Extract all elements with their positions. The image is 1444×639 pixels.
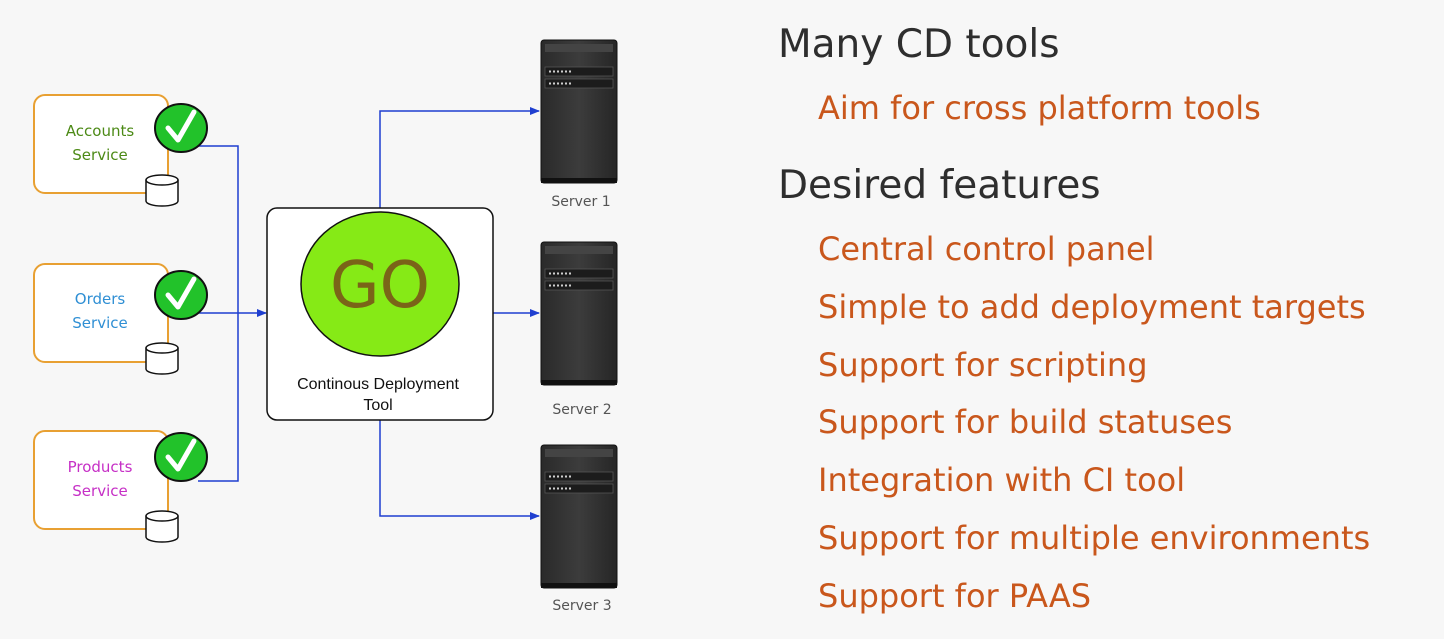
cd-tool-label-2: Tool <box>363 397 392 414</box>
service-suffix: Service <box>72 482 127 500</box>
service-name: Accounts <box>66 122 135 140</box>
server-tower-icon <box>540 444 618 589</box>
server-tower-icon <box>540 241 618 386</box>
service-orders: Orders Service <box>33 263 208 375</box>
server-label: Server 3 <box>552 598 611 614</box>
bullet-item: Support for multiple environments <box>818 519 1371 557</box>
checkmark-icon <box>154 103 208 153</box>
bullet-item: Aim for cross platform tools <box>818 89 1261 127</box>
server-tower-icon <box>540 39 618 184</box>
service-box <box>33 430 169 530</box>
cd-tool: GO Continous Deployment Tool <box>266 207 494 421</box>
heading-desired-features: Desired features <box>778 163 1101 208</box>
server-label: Server 2 <box>552 402 611 418</box>
bullet-item: Support for PAAS <box>818 577 1092 615</box>
products-connector <box>198 313 239 482</box>
cd-to-server1-arrow <box>379 107 540 208</box>
service-name: Orders <box>75 290 126 308</box>
database-icon <box>145 174 179 207</box>
bullet-item: Integration with CI tool <box>818 461 1186 499</box>
accounts-connector <box>198 145 239 313</box>
go-logo-text: GO <box>330 249 430 323</box>
cd-tool-label: Continous Deployment <box>297 376 459 393</box>
service-suffix: Service <box>72 314 127 332</box>
bullet-item: Support for build statuses <box>818 403 1233 441</box>
service-suffix: Service <box>72 146 127 164</box>
go-logo: GO <box>300 211 460 357</box>
service-accounts: Accounts Service <box>33 94 208 207</box>
bullet-item: Central control panel <box>818 230 1155 268</box>
cd-to-server3-arrow <box>379 420 540 520</box>
checkmark-icon <box>154 270 208 320</box>
server-2: Server 2 <box>540 241 618 418</box>
service-name: Products <box>68 458 133 476</box>
service-products: Products Service <box>33 430 208 543</box>
bullet-item: Support for scripting <box>818 346 1148 384</box>
server-1: Server 1 <box>540 39 618 210</box>
deployment-diagram: Accounts Service Orders Service Products… <box>33 39 618 614</box>
connector-lines <box>198 107 540 520</box>
database-icon <box>145 342 179 375</box>
server-label: Server 1 <box>551 194 610 210</box>
server-3: Server 3 <box>540 444 618 614</box>
checkmark-icon <box>154 432 208 482</box>
heading-many-cd-tools: Many CD tools <box>778 22 1060 67</box>
database-icon <box>145 510 179 543</box>
bullet-item: Simple to add deployment targets <box>818 288 1366 326</box>
